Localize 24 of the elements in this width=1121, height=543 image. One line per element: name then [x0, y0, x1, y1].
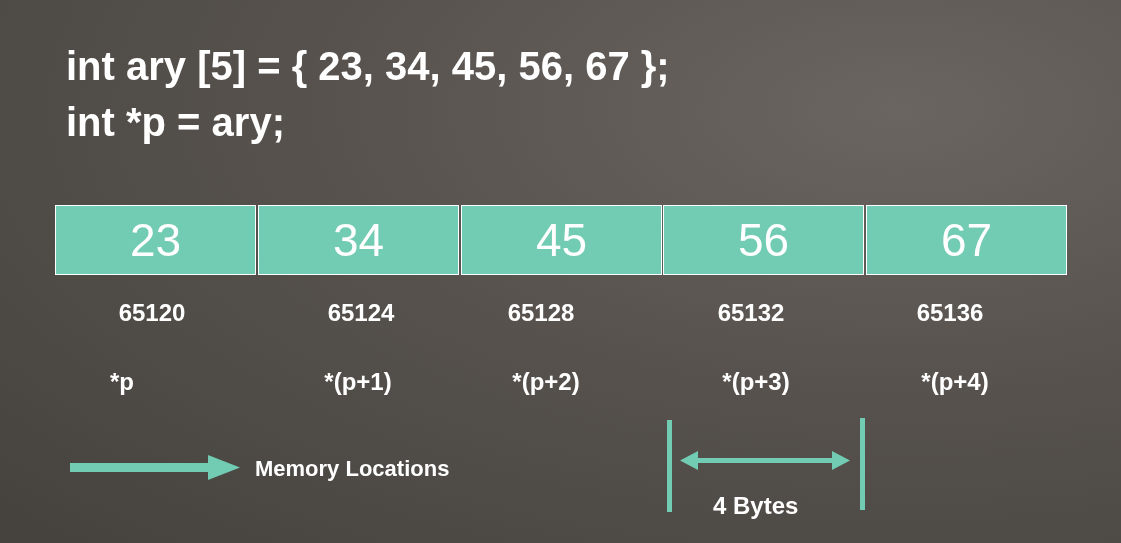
cell-value: 34 — [332, 213, 385, 267]
memory-address: 65120 — [118, 299, 186, 327]
code-line: int ary [5] = { 23, 34, 45, 56, 67 }; — [66, 44, 670, 89]
pointer-expression: *(p+3) — [722, 368, 790, 396]
cell-value: 67 — [940, 213, 993, 267]
pointer-expression: *p — [110, 368, 134, 396]
cell-value: 56 — [737, 213, 790, 267]
axis-label: Memory Locations — [255, 456, 450, 482]
pointer-expression: *(p+2) — [512, 368, 580, 396]
array-cell — [663, 205, 864, 275]
pointer-expression: *(p+1) — [324, 368, 392, 396]
dimension-label: 4 Bytes — [713, 492, 799, 520]
memory-address: 65132 — [717, 299, 785, 327]
array-cell — [258, 205, 459, 275]
memory-address: 65128 — [507, 299, 575, 327]
cell-value: 45 — [535, 213, 588, 267]
code-line: int *p = ary; — [66, 100, 285, 145]
array-cell — [55, 205, 256, 275]
memory-address: 65136 — [916, 299, 984, 327]
array-cell — [866, 205, 1067, 275]
memory-address: 65124 — [327, 299, 395, 327]
pointer-expression: *(p+4) — [921, 368, 989, 396]
array-cell — [461, 205, 662, 275]
cell-value: 23 — [129, 213, 182, 267]
